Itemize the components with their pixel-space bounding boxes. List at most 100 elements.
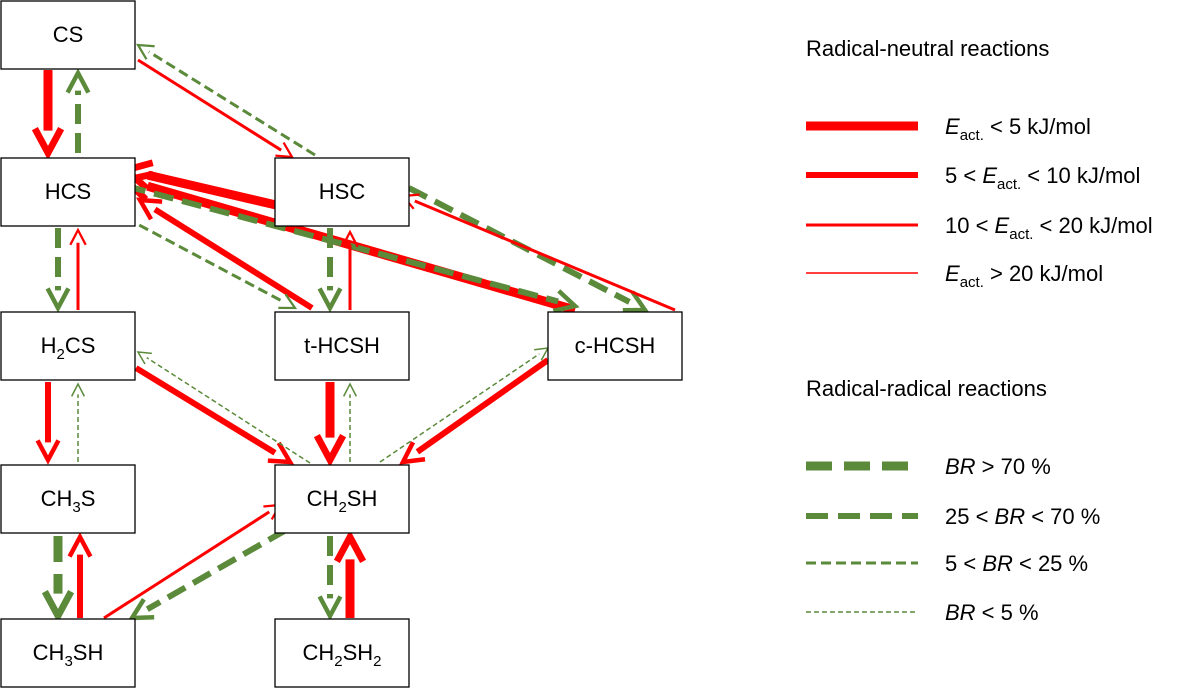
arrow-head: [267, 441, 295, 465]
arrow-head: [67, 532, 93, 558]
arrow-head: [399, 441, 426, 465]
arrow-shaft: [137, 58, 282, 152]
node-t-hcsh-label: t-HCSH: [304, 333, 380, 358]
legend-rn-3-pre: 10 <: [945, 213, 995, 238]
node-c-hcsh-label: c-HCSH: [575, 333, 656, 358]
legend-rn-3-sub: act.: [1009, 226, 1033, 243]
arrow-head: [65, 68, 91, 94]
legend-rr-4-var: BR: [945, 600, 976, 625]
arrow-head: [41, 590, 75, 624]
arrow-ch2sh2-to-ch2sh: [333, 529, 367, 618]
node-ch2sh-part-b: SH: [347, 486, 378, 511]
arrow-shaft: [414, 199, 676, 312]
arrow-head: [136, 351, 152, 365]
node-ch3s-part-b: S: [81, 486, 96, 511]
arrow-thcsh-to-hcs: [135, 197, 314, 311]
arrow-head: [35, 439, 61, 465]
arrow-shaft: [125, 183, 559, 305]
legend-rr-3-post: < 25 %: [1013, 551, 1088, 576]
legend-rn-3-post: < 20 kJ/mol: [1033, 213, 1152, 238]
legend-rn-4-var: E: [945, 261, 960, 286]
arrow-ch2sh-to-thcsh: [342, 382, 358, 462]
node-hcs-label: HCS: [45, 179, 91, 204]
node-ch2sh2: CH2SH2: [274, 618, 410, 688]
arrow-h2cs-to-ch2sh: [134, 365, 295, 465]
arrow-h2cs-to-ch3s: [35, 382, 61, 465]
node-ch2sh: CH2SH: [274, 464, 410, 534]
arrow-head: [135, 43, 155, 60]
legend-rr-2-var: BR: [995, 504, 1026, 529]
arrow-hcs-to-chcsh: [125, 183, 580, 314]
legend-rr-2-pre: 25 <: [945, 504, 995, 529]
arrow-head: [342, 382, 358, 397]
node-h2cs-part-b: CS: [65, 333, 96, 358]
legend-rr-label-3: 5 < BR < 25 %: [945, 551, 1088, 576]
arrow-hcs-to-h2cs: [45, 228, 71, 313]
node-ch2sh2-sub: 2: [334, 653, 342, 670]
legend-rr-label-1: BR > 70 %: [945, 454, 1051, 479]
arrow-chcsh-to-hsc: [400, 193, 676, 312]
node-cs-label: CS: [53, 22, 84, 47]
legend-rr-3-var: BR: [982, 551, 1013, 576]
arrow-head: [317, 595, 343, 621]
arrow-head: [70, 382, 86, 397]
node-ch2sh-part-a: CH: [307, 486, 339, 511]
node-h2cs-part-a: H: [41, 333, 57, 358]
node-h2cs: H2CS: [0, 311, 136, 381]
arrow-head: [317, 287, 343, 313]
legend-rr-4-post: < 5 %: [976, 600, 1039, 625]
legend-rn-2-var: E: [982, 163, 997, 188]
node-ch2sh2-label: CH2SH2: [302, 640, 381, 670]
arrow-ch3sh-to-ch3s: [67, 532, 93, 618]
arrow-ch3s-to-ch3sh: [41, 536, 75, 624]
node-ch2sh2-part-a: CH: [302, 640, 334, 665]
arrow-hcs-to-thcsh: [125, 216, 298, 310]
node-ch3sh-part-a: CH: [33, 640, 65, 665]
arrow-ch2sh-to-ch3sh: [127, 527, 288, 621]
node-ch2sh-label: CH2SH: [307, 486, 378, 516]
arrow-ch3s-to-h2cs: [70, 382, 86, 462]
arrow-head: [278, 293, 298, 310]
arrow-head: [127, 598, 155, 621]
node-ch2sh-sub: 2: [338, 499, 346, 516]
arrow-head: [341, 229, 359, 248]
arrow-thcsh-to-ch2sh: [313, 382, 347, 468]
legend-rn-2-sub: act.: [997, 176, 1021, 193]
arrow-head: [552, 289, 580, 314]
arrow-thcsh-to-hsc: [341, 229, 359, 310]
legend-rr-2-post: < 70 %: [1025, 504, 1100, 529]
arrow-chcsh-to-ch2sh: [399, 357, 550, 465]
arrow-shaft: [103, 510, 271, 620]
node-hsc-label: HSC: [319, 179, 366, 204]
legend-rr-3-pre: 5 <: [945, 551, 982, 576]
legend-rn-3-var: E: [995, 213, 1010, 238]
node-ch3s-sub: 3: [72, 499, 80, 516]
node-c-hcsh: c-HCSH: [547, 311, 683, 381]
arrow-head: [313, 434, 347, 468]
legend-rn-1-sub: act.: [960, 127, 984, 144]
legend-rr-1-var: BR: [945, 454, 976, 479]
node-h2cs-sub: 2: [56, 346, 64, 363]
legend-rn-label-1: Eact. < 5 kJ/mol: [945, 114, 1091, 144]
node-ch3s: CH3S: [0, 464, 136, 534]
legend-rn-2-pre: 5 <: [945, 163, 982, 188]
arrow-ch2sh-to-ch2sh2: [317, 536, 343, 621]
node-ch3sh-sub: 3: [64, 653, 72, 670]
arrow-head: [333, 529, 367, 563]
node-h2cs-label: H2CS: [41, 333, 96, 363]
node-hsc: HSC: [274, 157, 410, 227]
arrow-shaft: [153, 206, 314, 311]
node-ch3sh-part-b: SH: [73, 640, 104, 665]
node-hcs: HCS: [0, 157, 136, 227]
legend-rr-1-post: > 70 %: [976, 454, 1051, 479]
arrow-cs-to-hsc: [137, 58, 295, 159]
arrow-h2cs-to-hcs: [69, 227, 87, 310]
arrow-cs-to-hcs: [31, 70, 65, 161]
legend-rn-label-4: Eact. > 20 kJ/mol: [945, 261, 1103, 291]
legend-radical-radical-title: Radical-radical reactions: [806, 376, 1047, 401]
legend-rn-4-sub: act.: [960, 274, 984, 291]
node-ch3s-label: CH3S: [41, 486, 96, 516]
arrow-shaft: [145, 527, 288, 612]
arrow-shaft: [415, 357, 550, 455]
